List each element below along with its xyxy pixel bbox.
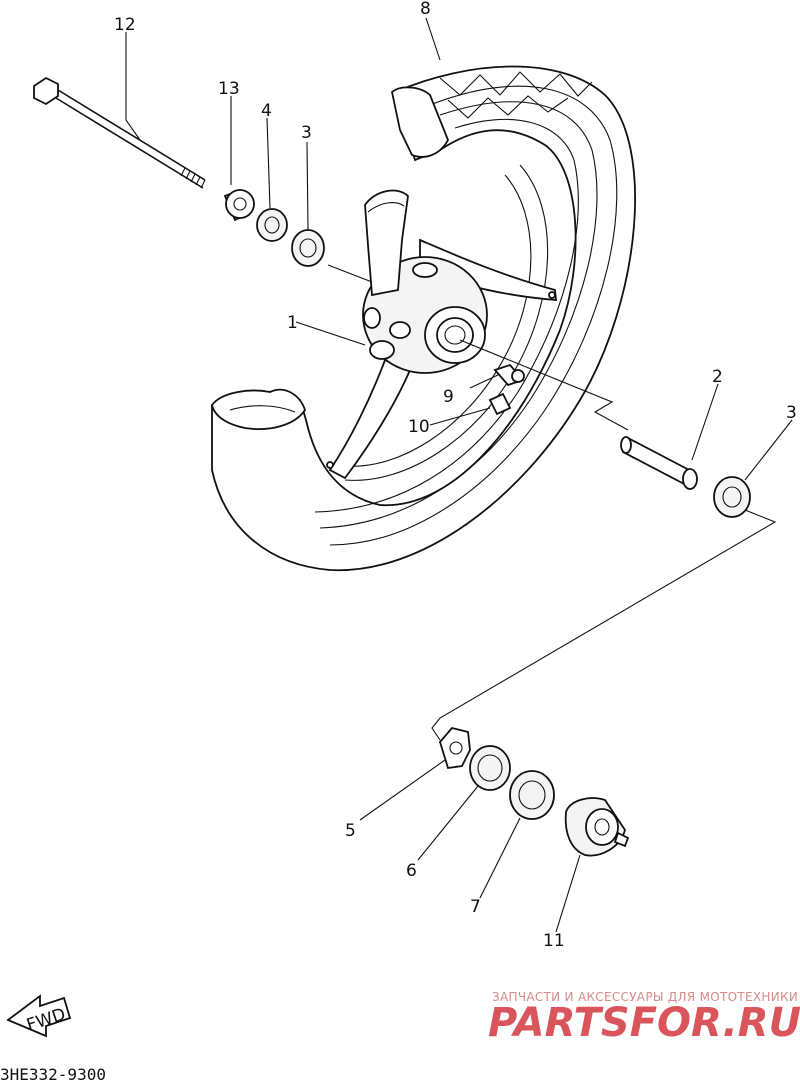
watermark-tagline: ЗАПЧАСТИ И АКСЕССУАРЫ ДЛЯ МОТОТЕХНИКИ [492, 990, 798, 1004]
callout-5: 5 [345, 821, 356, 841]
leader-lines [125, 17, 793, 933]
fwd-arrow-icon: FWD [6, 994, 72, 1038]
callout-3-left: 3 [301, 123, 312, 143]
callout-13: 13 [218, 79, 240, 99]
callout-9: 9 [443, 387, 454, 407]
callout-10: 10 [408, 417, 430, 437]
callout-3-right: 3 [786, 403, 797, 423]
bearing-lower [509, 770, 555, 820]
callout-1: 1 [287, 313, 298, 333]
oil-seal [256, 208, 288, 242]
axle-bolt [33, 76, 206, 189]
callout-labels: 12 8 13 4 3 1 9 10 2 3 5 6 7 11 [114, 0, 797, 951]
front-wheel-assembly [211, 65, 636, 572]
watermark: ЗАПЧАСТИ И АКСЕССУАРЫ ДЛЯ МОТОТЕХНИКИ PA… [488, 990, 800, 1046]
callout-6: 6 [406, 861, 417, 881]
callout-7: 7 [470, 897, 481, 917]
callout-11: 11 [543, 931, 565, 951]
bearing-right [713, 476, 751, 518]
meter-gear-unit [564, 797, 630, 857]
callout-4: 4 [261, 101, 272, 121]
retainer [438, 726, 471, 769]
diagram-code: 3HE332-9300 [0, 1065, 106, 1083]
valve [488, 363, 525, 416]
callout-12: 12 [114, 15, 136, 35]
callout-2: 2 [712, 367, 723, 387]
collar [223, 188, 255, 222]
callout-8: 8 [420, 0, 431, 19]
watermark-logo: PARTSFOR.RU [488, 1000, 800, 1046]
oil-seal-2 [469, 745, 511, 791]
bearing-left [291, 229, 325, 267]
spacer [620, 436, 698, 490]
